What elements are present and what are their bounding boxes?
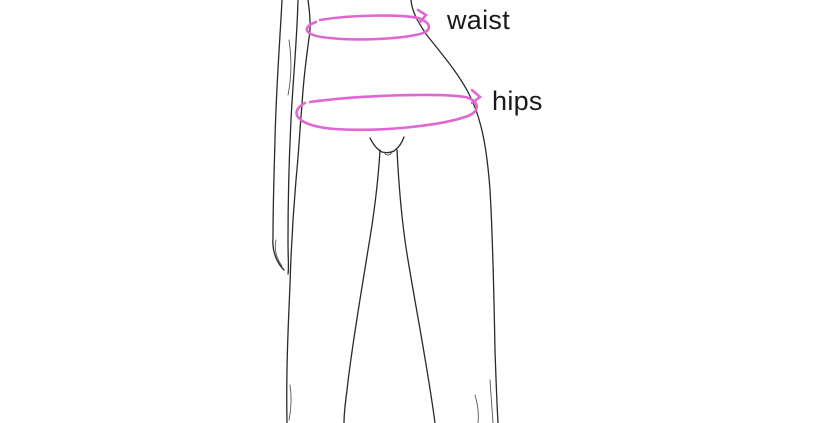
left-arm-crease (287, 39, 292, 96)
left-hand-detail (274, 239, 283, 267)
left-arm-outer-outline (272, 0, 285, 271)
waist-arrow-icon (416, 8, 428, 24)
right-leg-inner-outline (396, 149, 436, 423)
waist-tape (305, 8, 431, 41)
left-leg-inner-outline (343, 149, 381, 423)
hips-tape-loop (295, 93, 478, 132)
right-knee-detail (474, 394, 479, 423)
waist-tape-loop (305, 14, 431, 41)
waist-label: waist (447, 5, 511, 35)
crotch-outline (369, 136, 405, 154)
crotch-detail (383, 151, 393, 156)
hips-arrow-icon (470, 88, 483, 105)
hips-tape (295, 88, 483, 132)
left-knee-detail (288, 384, 292, 421)
body-outline (272, 0, 499, 423)
right-ankle-detail (489, 379, 494, 423)
left-arm-inner-outline (287, 0, 299, 275)
right-torso-outline (410, 0, 499, 423)
left-torso-outline (286, 0, 311, 423)
hips-label: hips (492, 86, 543, 116)
